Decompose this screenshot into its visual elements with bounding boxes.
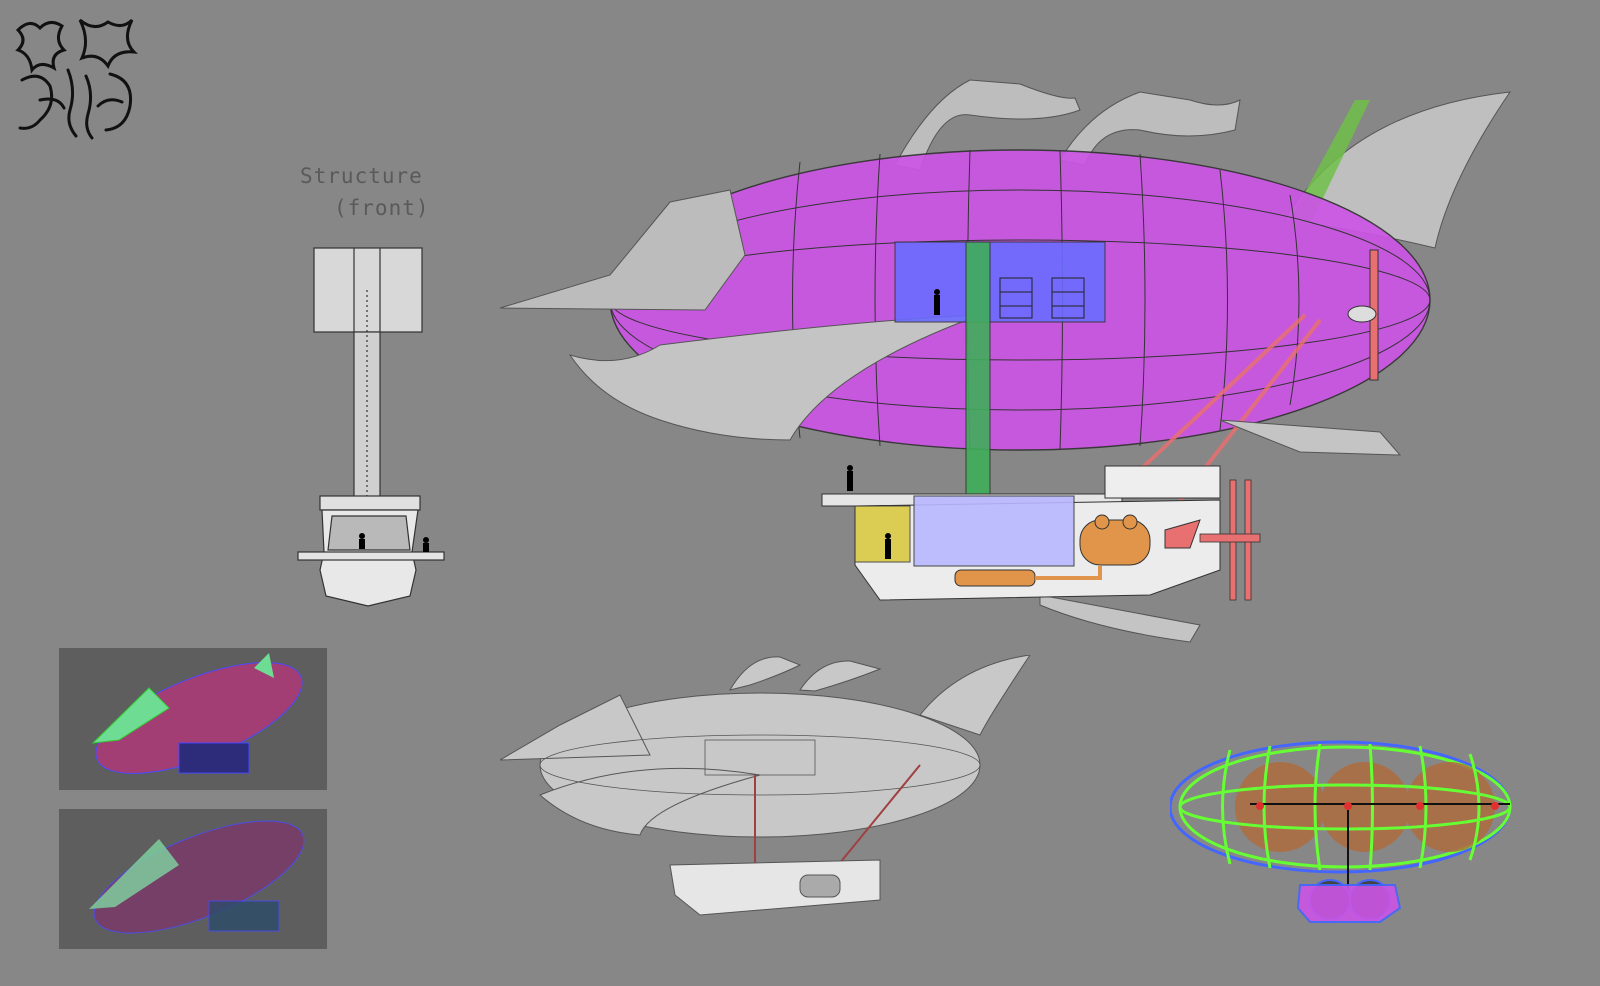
propeller-icon: [1347, 249, 1379, 381]
structure-subtitle: (front): [334, 196, 430, 220]
person-silhouette-icon: [359, 533, 429, 552]
viewport-render-xray: [59, 809, 327, 949]
front-envelope-block: [313, 247, 423, 333]
emblem-logo: [15, 18, 139, 140]
wireframe-gondola: [1296, 879, 1402, 923]
front-structure-view: [297, 247, 445, 607]
structure-title: Structure: [300, 164, 423, 188]
engine: [954, 514, 1201, 587]
viewport-render-solid: [59, 648, 327, 790]
bottom-fin-lower: [1039, 594, 1201, 643]
airship-main-diagram: [500, 79, 1512, 643]
airship-outline-diagram: [500, 655, 1031, 916]
person-silhouette-icon: [847, 289, 940, 559]
nose-cone: [500, 189, 746, 311]
wireframe-diagram: [1170, 740, 1512, 923]
top-fins: [894, 79, 1241, 171]
gondola-propellers: [1199, 479, 1261, 601]
side-wing: [568, 314, 981, 441]
bottom-fin-upper: [1219, 419, 1402, 456]
